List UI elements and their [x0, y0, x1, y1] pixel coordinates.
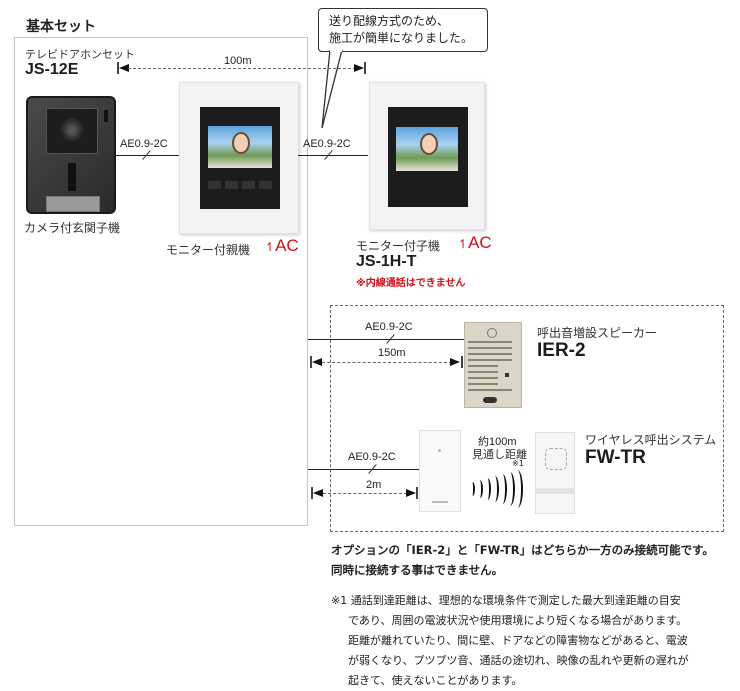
- distance-tick-right: [364, 62, 366, 74]
- cable-master-sub: [298, 155, 368, 156]
- cable-speaker: [308, 339, 464, 340]
- sub-monitor-image: [369, 82, 485, 230]
- cable-label-wireless: AE0.9-2C: [348, 451, 396, 463]
- option-note-line-1: オプションの「IER-2」と「FW-TR」はどちらか一方のみ接続可能です。: [331, 543, 714, 557]
- ac-plug-icon: ↿: [458, 237, 469, 251]
- cable-door-master: [116, 155, 180, 156]
- master-monitor-power: ↿AC: [265, 236, 299, 256]
- distance-line-100m: [128, 68, 356, 69]
- footnote-line-3: 距離が離れていたり、間に壁、ドアなどの障害物などがあると、電波: [348, 634, 688, 647]
- master-monitor-label: モニター付親機: [166, 243, 251, 257]
- sub-monitor-note: ※内線通話はできません: [356, 278, 466, 289]
- ac-label: AC: [468, 233, 492, 252]
- arrow-left-icon: [312, 358, 322, 366]
- door-station-image: [26, 96, 116, 214]
- wireless-transmitter-image: [419, 430, 461, 512]
- wireless-label: ワイヤレス呼出システム: [585, 433, 717, 447]
- arrow-right-icon: [450, 358, 460, 366]
- distance-tick-right: [416, 487, 418, 499]
- option-note-line-2: 同時に接続する事はできません。: [331, 563, 504, 577]
- door-station-label: カメラ付玄関子機: [24, 221, 121, 235]
- callout-line-1: 送り配線方式のため、: [329, 14, 450, 28]
- wireless-signal-icon: [470, 470, 526, 510]
- wireless-model: FW-TR: [585, 447, 646, 468]
- distance-tick-left: [311, 487, 313, 499]
- cable-label-master-sub: AE0.9-2C: [303, 138, 351, 150]
- master-monitor-image: [179, 82, 299, 234]
- callout-line-2: 施工が簡単になりました。: [329, 31, 474, 45]
- camera-icon: [46, 108, 98, 154]
- footnote-line-2: であり、周囲の電波状況や使用環境により短くなる場合があります。: [348, 614, 688, 627]
- arrow-left-icon: [119, 64, 129, 72]
- speaker-model: IER-2: [537, 340, 586, 361]
- option-note: オプションの「IER-2」と「FW-TR」はどちらか一方のみ接続可能です。 同時…: [331, 540, 714, 580]
- cable-label-speaker: AE0.9-2C: [365, 321, 413, 333]
- arrow-left-icon: [313, 489, 323, 497]
- distance-line-2m: [323, 493, 407, 494]
- distance-label-2m: 2m: [366, 479, 382, 491]
- wireless-range-line1: 約100m: [478, 436, 517, 448]
- speaker-label: 呼出音増設スピーカー: [537, 326, 658, 340]
- set-model: JS-12E: [25, 61, 79, 78]
- speaker-image: [464, 322, 522, 408]
- footnote-line-4: が弱くなり、プツプツ音、通話の途切れ、映像の乱れや更新の遅れが: [348, 654, 689, 667]
- wireless-range-note: ※1: [512, 459, 524, 468]
- section-title: 基本セット: [26, 19, 96, 35]
- options-box: [330, 305, 724, 532]
- callout-pointer: [321, 50, 343, 129]
- wireless-range-line2: 見通し距離: [472, 448, 527, 461]
- sub-monitor-power: ↿AC: [458, 233, 492, 253]
- ac-plug-icon: ↿: [265, 240, 276, 254]
- callout-bubble: 送り配線方式のため、 施工が簡単になりました。: [318, 8, 488, 52]
- ac-label: AC: [275, 236, 299, 255]
- distance-line-150m: [322, 362, 452, 363]
- call-button-icon: [46, 196, 100, 212]
- distance-label-150m: 150m: [378, 347, 406, 359]
- cable-wireless: [308, 469, 420, 470]
- cable-label-door-master: AE0.9-2C: [120, 138, 168, 150]
- wireless-receiver-image: [535, 432, 575, 514]
- sub-monitor-model: JS-1H-T: [356, 253, 417, 270]
- footnote: ※1 通話到達距離は、理想的な環境条件で測定した最大到達距離の目安 であり、周囲…: [331, 591, 689, 691]
- video-image: [208, 126, 272, 168]
- footnote-line-1: 通話到達距離は、理想的な環境条件で測定した最大到達距離の目安: [350, 594, 681, 607]
- monitor-screen: [388, 107, 468, 207]
- distance-tick-right: [461, 356, 463, 368]
- footnote-mark: ※1: [331, 594, 348, 607]
- distance-label-100m: 100m: [224, 55, 252, 67]
- basic-set-box: [14, 37, 308, 526]
- arrow-right-icon: [354, 64, 364, 72]
- sub-monitor-label: モニター付子機: [356, 239, 441, 253]
- arrow-right-icon: [406, 489, 416, 497]
- distance-tick-left: [310, 356, 312, 368]
- footnote-line-5: 起きて、使えないことがあります。: [348, 674, 523, 687]
- distance-tick-left: [117, 62, 119, 74]
- video-image: [396, 127, 458, 171]
- set-label: テレビドアホンセット: [25, 48, 135, 61]
- monitor-screen: [200, 107, 280, 209]
